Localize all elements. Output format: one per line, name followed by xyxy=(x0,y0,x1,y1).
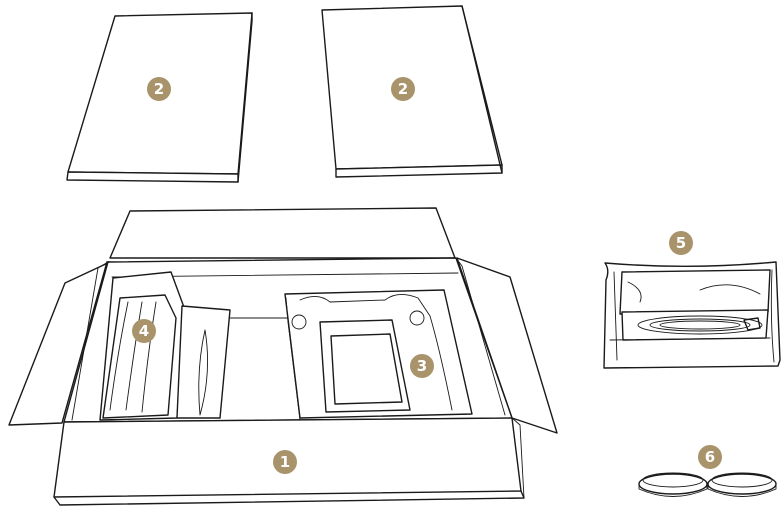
svg-text:2: 2 xyxy=(154,80,164,98)
callout-4: 4 xyxy=(132,319,156,343)
foam-insert-right xyxy=(285,290,472,420)
svg-text:4: 4 xyxy=(139,322,149,340)
svg-text:6: 6 xyxy=(705,448,715,466)
ring-right xyxy=(708,473,776,497)
svg-text:5: 5 xyxy=(676,234,686,252)
callout-1: 1 xyxy=(273,450,297,474)
callout-5: 5 xyxy=(669,231,693,255)
callout-2-right: 2 xyxy=(391,77,415,101)
callout-3: 3 xyxy=(410,354,434,378)
svg-text:1: 1 xyxy=(280,453,290,471)
accessory-bag xyxy=(604,262,780,368)
rings xyxy=(639,473,776,497)
callout-6: 6 xyxy=(698,445,722,469)
ring-left xyxy=(639,473,707,497)
svg-text:3: 3 xyxy=(417,357,427,375)
svg-text:2: 2 xyxy=(398,80,408,98)
callout-2-left: 2 xyxy=(147,77,171,101)
